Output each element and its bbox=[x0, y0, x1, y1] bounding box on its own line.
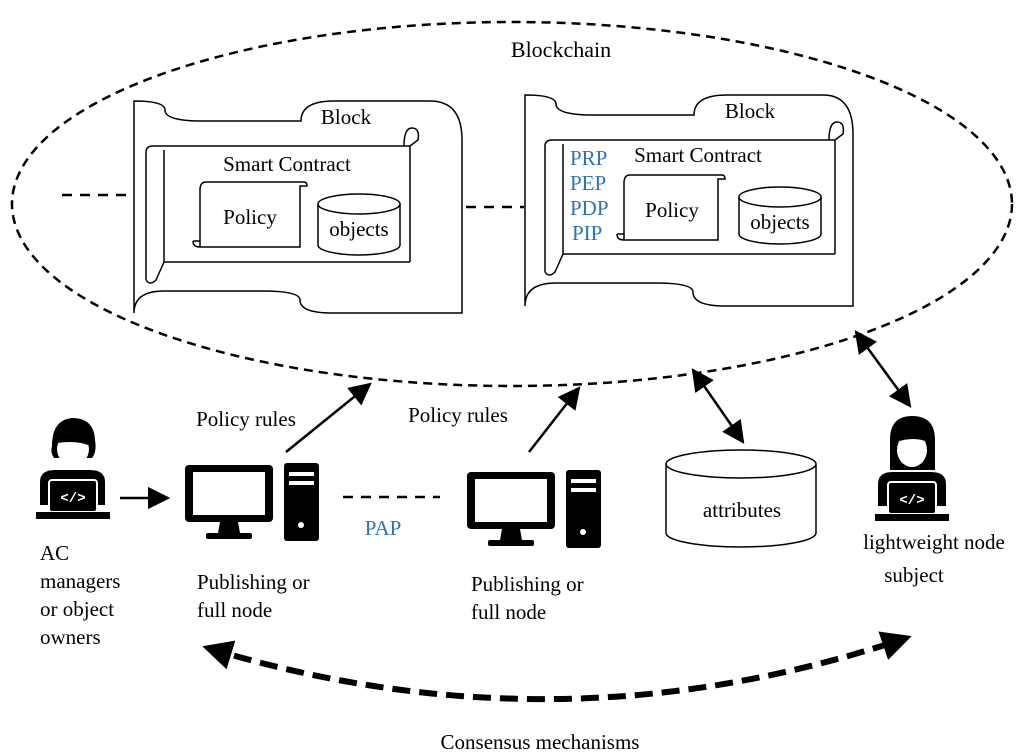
svg-text:</>: </> bbox=[899, 493, 924, 509]
arrow-node2-to-blockchain bbox=[528, 386, 581, 453]
pip-label: PIP bbox=[572, 221, 602, 245]
computer-icon-1 bbox=[185, 463, 319, 541]
attributes-label: attributes bbox=[703, 498, 781, 522]
blockchain-title: Blockchain bbox=[511, 37, 611, 62]
block-title: Block bbox=[321, 105, 372, 129]
block-1: Block Smart Contract Policy objects bbox=[133, 100, 463, 314]
policy-rules-label-1: Policy rules bbox=[196, 407, 296, 431]
objects-cylinder: objects bbox=[317, 193, 401, 256]
managers-label-line2: managers bbox=[40, 569, 120, 593]
prp-label: PRP bbox=[570, 146, 607, 170]
smart-contract-label: Smart Contract bbox=[634, 143, 762, 167]
pap-label: PAP bbox=[365, 516, 402, 540]
node1-label-line1: Publishing or bbox=[197, 570, 310, 594]
policy-scroll: Policy bbox=[192, 181, 308, 248]
user-coder-icon: </> bbox=[36, 418, 110, 519]
block-title: Block bbox=[725, 99, 776, 123]
managers-label-line1: AC bbox=[40, 541, 69, 565]
arrow-subject-blockchain bbox=[854, 330, 912, 408]
consensus-label: Consensus mechanisms bbox=[441, 730, 640, 754]
subject-label-line1: lightweight node bbox=[863, 530, 1005, 554]
pdp-label: PDP bbox=[570, 196, 609, 220]
contract-scroll bbox=[544, 121, 845, 276]
managers-label-line3: or object bbox=[40, 597, 114, 621]
arrow-attributes-blockchain bbox=[691, 368, 745, 444]
blockchain-ellipse bbox=[10, 20, 1014, 388]
policy-label: Policy bbox=[645, 198, 699, 222]
pep-label: PEP bbox=[570, 171, 606, 195]
node2-label-line1: Publishing or bbox=[471, 572, 584, 596]
managers-label-line4: owners bbox=[40, 625, 101, 649]
objects-cylinder: objects bbox=[738, 186, 822, 245]
contract-scroll bbox=[145, 127, 420, 284]
policy-label: Policy bbox=[223, 205, 277, 229]
consensus-arrow bbox=[202, 631, 912, 703]
objects-label: objects bbox=[329, 217, 388, 241]
computer-icon-2 bbox=[467, 470, 601, 548]
policy-rules-label-2: Policy rules bbox=[408, 403, 508, 427]
attributes-cylinder bbox=[665, 449, 817, 548]
block-2: Block Smart Contract PRP PEP PDP PIP Pol… bbox=[524, 94, 854, 307]
svg-text:</>: </> bbox=[60, 491, 85, 507]
arrow-node1-to-blockchain bbox=[285, 382, 372, 453]
node1-label-line2: full node bbox=[197, 598, 272, 622]
subject-coder-icon: </> bbox=[875, 416, 949, 521]
objects-label: objects bbox=[750, 210, 809, 234]
node2-label-line2: full node bbox=[471, 600, 546, 624]
policy-scroll: Policy bbox=[616, 174, 726, 241]
subject-label-line2: subject bbox=[884, 563, 944, 587]
smart-contract-label: Smart Contract bbox=[223, 152, 351, 176]
